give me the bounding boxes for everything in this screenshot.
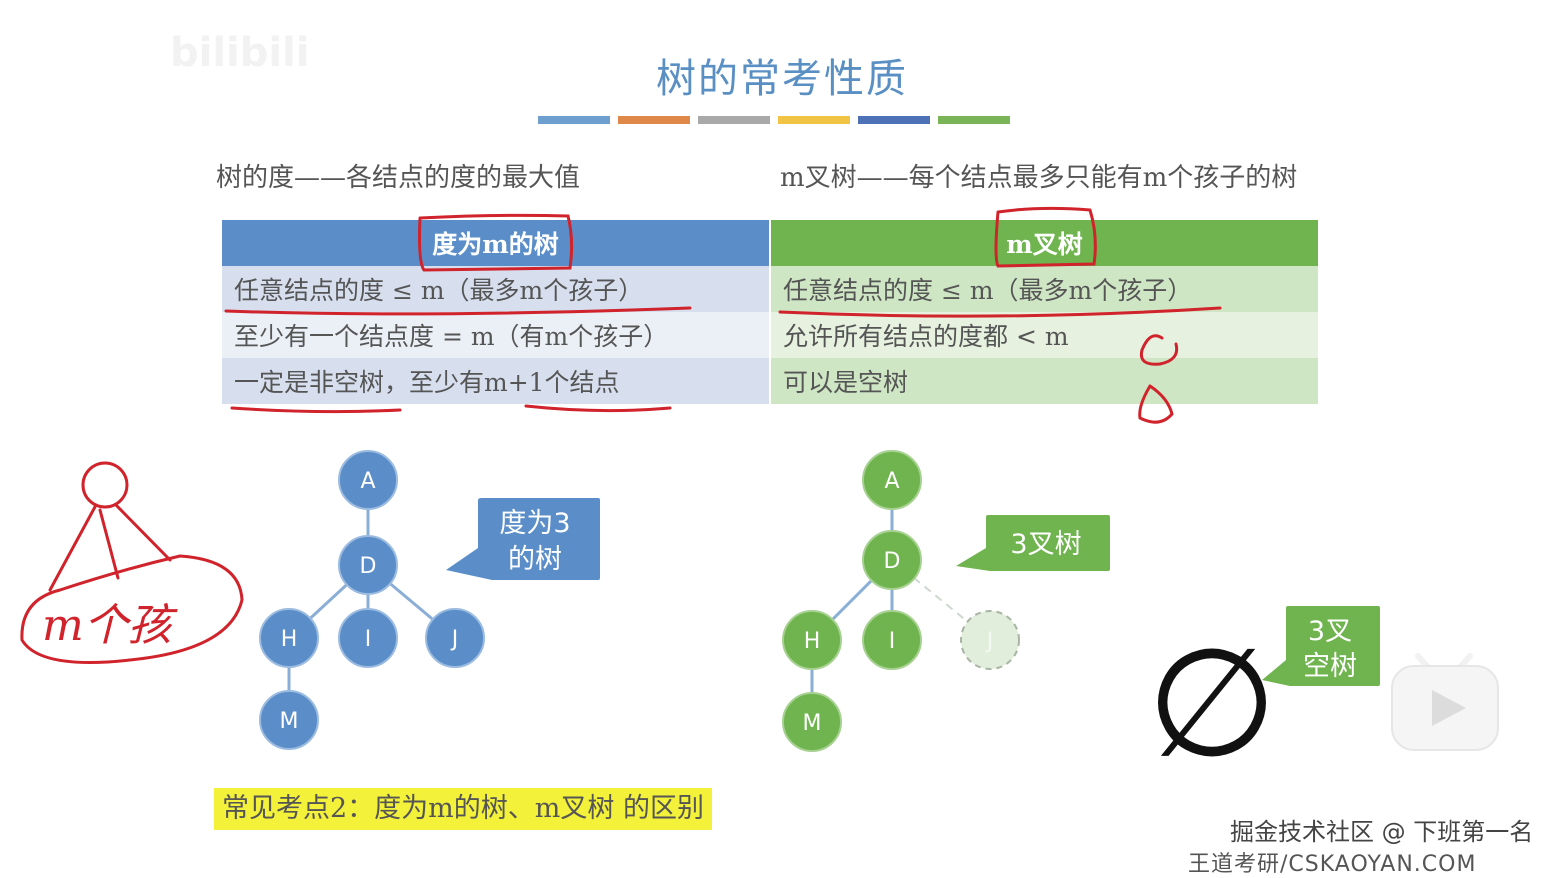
m-ary-tree-definition: m叉树——每个结点最多只能有m个孩子的树: [780, 163, 1298, 193]
handwritten-m-children: m个孩: [42, 600, 178, 651]
table-cell: 可以是空树: [771, 358, 1318, 404]
table-cell: 允许所有结点的度都 < m: [771, 312, 1318, 358]
node-label: H: [804, 629, 821, 654]
red-underline-m-plus-1: [524, 404, 672, 413]
tree-node-d: [338, 535, 398, 595]
tree-node-d: [862, 530, 922, 590]
left-tree-callout: [446, 498, 600, 580]
table-row: 任意结点的度 ≤ m（最多m个孩子） 任意结点的度 ≤ m（最多m个孩子）: [222, 266, 1318, 312]
red-box-right-header: [994, 206, 1097, 268]
table-row: 至少有一个结点度 = m（有m个孩子） 允许所有结点的度都 < m: [222, 312, 1318, 358]
tree-node-i: [862, 610, 922, 670]
red-box-left-header: [418, 213, 574, 272]
node-label: I: [365, 627, 372, 652]
right-tree: A D H I J M 3叉树: [782, 450, 1110, 752]
title-color-bar: [618, 116, 690, 124]
title-color-bar: [938, 116, 1010, 124]
tree-node-i: [338, 608, 398, 668]
tree-node-a: [338, 450, 398, 510]
footer-url: 王道考研/CSKAOYAN.COM: [1188, 852, 1477, 877]
exam-point-highlight: 常见考点2：度为m的树、m叉树 的区别: [214, 788, 712, 830]
node-label: M: [803, 711, 822, 736]
node-label: I: [889, 629, 896, 654]
left-tree: A D H I J M 度为3 的树: [259, 450, 600, 750]
node-label: D: [884, 549, 901, 574]
red-ink-annotations: [20, 206, 1222, 664]
red-circle-mark-1: [1139, 334, 1179, 366]
node-label: H: [281, 627, 298, 652]
red-triangle-mark-2: [1138, 384, 1174, 424]
title-color-bar: [858, 116, 930, 124]
node-label: M: [280, 709, 299, 734]
tree-node-h: [259, 608, 319, 668]
table-row: 一定是非空树，至少有m+1个结点 可以是空树: [222, 358, 1318, 404]
callout-text: 的树: [508, 544, 562, 575]
callout-text: 空树: [1303, 651, 1357, 682]
bilibili-logo: bilibili: [170, 30, 310, 76]
table-cell: 任意结点的度 ≤ m（最多m个孩子）: [771, 266, 1318, 312]
callout-text: 度为3: [499, 508, 570, 539]
tree-degree-definition: 树的度——各结点的度的最大值: [216, 163, 581, 193]
title-color-bar: [698, 116, 770, 124]
right-tree-callout: [956, 515, 1110, 571]
tree-node-h: [782, 610, 842, 670]
red-underline-row1-right: [778, 306, 1222, 318]
juejin-watermark: 掘金技术社区 @ 下班第一名: [1230, 818, 1534, 846]
table-cell: 任意结点的度 ≤ m（最多m个孩子）: [222, 266, 769, 312]
comparison-table: 度为m的树 m叉树 任意结点的度 ≤ m（最多m个孩子） 任意结点的度 ≤ m（…: [220, 220, 1320, 404]
table-cell: 一定是非空树，至少有m+1个结点: [222, 358, 769, 404]
node-label: D: [360, 554, 377, 579]
video-play-icon[interactable]: [1391, 653, 1499, 751]
header-degree-m-tree: 度为m的树: [222, 220, 769, 266]
empty-set-symbol: ∅: [1147, 617, 1278, 791]
red-underline-row1-left: [224, 306, 692, 316]
red-handwritten-circle: [20, 554, 244, 664]
empty-tree-callout: [1262, 606, 1380, 686]
slide-title: 树的常考性质: [656, 56, 908, 102]
node-label: A: [360, 469, 375, 494]
red-underline-non-empty: [230, 406, 402, 414]
callout-text: 3叉: [1308, 616, 1352, 647]
node-label: J: [985, 629, 994, 654]
tree-node-a: [862, 450, 922, 510]
title-color-bar: [538, 116, 610, 124]
red-handwritten-edges: [48, 503, 172, 592]
tree-node-j: [425, 608, 485, 668]
tree-node-m: [259, 690, 319, 750]
table-cell: 至少有一个结点度 = m（有m个孩子）: [222, 312, 769, 358]
title-color-bar: [778, 116, 850, 124]
header-m-ary-tree: m叉树: [771, 220, 1318, 266]
node-label: J: [450, 627, 459, 652]
tree-node-m: [782, 692, 842, 752]
node-label: A: [884, 469, 899, 494]
red-handwritten-node: [81, 461, 129, 509]
callout-text: 3叉树: [1010, 529, 1081, 560]
tree-node-j-absent: [960, 610, 1020, 670]
